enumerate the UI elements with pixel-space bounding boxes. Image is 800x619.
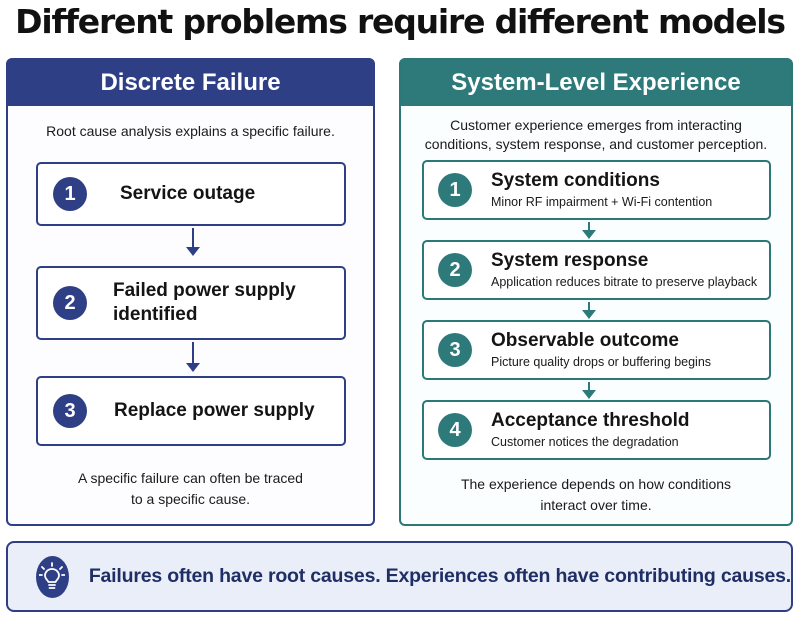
outro-line2: interact over time.	[540, 497, 652, 513]
lightbulb-icon	[36, 555, 69, 598]
system-step-2: 2 System response Application reduces bi…	[422, 240, 771, 300]
discrete-failure-panel: Discrete Failure Root cause analysis exp…	[6, 58, 375, 526]
step-title-line2: identified	[113, 304, 198, 325]
discrete-failure-intro: Root cause analysis explains a specific …	[46, 123, 335, 139]
step-title: Acceptance threshold	[491, 410, 690, 431]
step-subtitle: Picture quality drops or buffering begin…	[491, 355, 712, 369]
step-subtitle: Customer notices the degradation	[491, 435, 679, 449]
step-number-badge: 2	[53, 286, 87, 320]
step-number-badge: 3	[53, 394, 87, 428]
system-step-3: 3 Observable outcome Picture quality dro…	[422, 320, 771, 380]
system-level-experience-panel: System-Level Experience Customer experie…	[399, 58, 793, 526]
step-title: System conditions	[491, 170, 660, 191]
discrete-step-2: 2 Failed power supply identified	[36, 266, 346, 340]
step-title-line1: Failed power supply	[113, 280, 296, 301]
step-number-badge: 1	[53, 177, 87, 211]
system-level-outro: The experience depends on how conditions…	[401, 474, 791, 516]
step-title: Replace power supply	[114, 400, 315, 421]
discrete-failure-outro: A specific failure can often be traced t…	[8, 468, 373, 510]
step-number-badge: 2	[438, 253, 472, 287]
step-title: Service outage	[120, 183, 256, 204]
outro-line1: The experience depends on how conditions	[460, 476, 732, 492]
discrete-step-3: 3 Replace power supply	[36, 376, 346, 446]
step-subtitle: Application reduces bitrate to preserve …	[491, 275, 758, 289]
outro-line1: A specific failure can often be traced	[78, 470, 303, 486]
banner-text: Failures often have root causes. Experie…	[88, 565, 791, 587]
step-number-badge: 3	[438, 333, 472, 367]
step-title: System response	[491, 250, 649, 271]
step-title: Observable outcome	[491, 330, 679, 351]
step-subtitle: Minor RF impairment + Wi-Fi contention	[491, 195, 713, 209]
outro-line2: to a specific cause.	[130, 491, 251, 507]
step-title: Failed power supply identified	[113, 279, 296, 327]
step-number-badge: 4	[438, 413, 472, 447]
system-level-heading: System-Level Experience	[401, 60, 791, 106]
discrete-failure-heading: Discrete Failure	[8, 60, 373, 106]
discrete-step-1: 1 Service outage	[36, 162, 346, 226]
intro-line1: Customer experience emerges from interac…	[450, 117, 742, 133]
key-takeaway-banner: Failures often have root causes. Experie…	[6, 541, 793, 612]
intro-line2: conditions, system response, and custome…	[424, 136, 768, 152]
system-level-intro: Customer experience emerges from interac…	[401, 116, 791, 154]
system-step-4: 4 Acceptance threshold Customer notices …	[422, 400, 771, 460]
step-number-badge: 1	[438, 173, 472, 207]
system-step-1: 1 System conditions Minor RF impairment …	[422, 160, 771, 220]
page-title: Different problems require different mod…	[15, 2, 786, 41]
